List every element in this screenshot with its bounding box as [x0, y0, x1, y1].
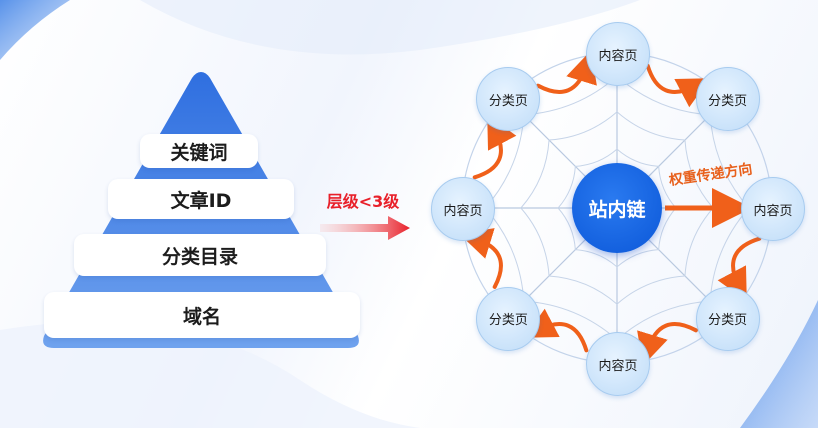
- weight-flow-arrow: [523, 308, 589, 353]
- network-node: 内容页: [431, 177, 495, 241]
- web-inner-ring: [557, 148, 677, 268]
- network-node: 内容页: [741, 177, 805, 241]
- weight-flow-arrow: [472, 114, 517, 180]
- pyramid-diagram: 关键词 文章ID 分类目录 域名: [40, 72, 362, 350]
- network-node: 分类页: [476, 67, 541, 132]
- hub-internal-link: 站内链: [572, 163, 662, 253]
- weight-flow-arrow: [637, 322, 698, 366]
- weight-flow-arrow: [459, 228, 503, 289]
- pyramid-tier-domain: 域名: [44, 292, 360, 338]
- weight-flow-arrow: [645, 63, 711, 108]
- internal-link-network: 内容页分类页内容页分类页内容页分类页内容页分类页 站内链 权重传递方向: [420, 20, 818, 428]
- pyramid-tier-category: 分类目录: [74, 234, 326, 276]
- weight-flow-arrow: [717, 236, 762, 302]
- network-node: 分类页: [695, 67, 760, 132]
- web-inner-ring: [520, 111, 714, 305]
- right-arrow-icon: [320, 216, 410, 240]
- network-node: 分类页: [695, 286, 760, 351]
- pyramid-tier-article-id: 文章ID: [108, 179, 294, 219]
- pyramid-tier-keyword: 关键词: [140, 134, 258, 168]
- level-caption: 层级<3级: [326, 192, 400, 211]
- weight-flow-arrow: [536, 50, 597, 94]
- network-node: 分类页: [476, 286, 541, 351]
- network-node: 内容页: [586, 332, 650, 396]
- network-node: 内容页: [586, 22, 650, 86]
